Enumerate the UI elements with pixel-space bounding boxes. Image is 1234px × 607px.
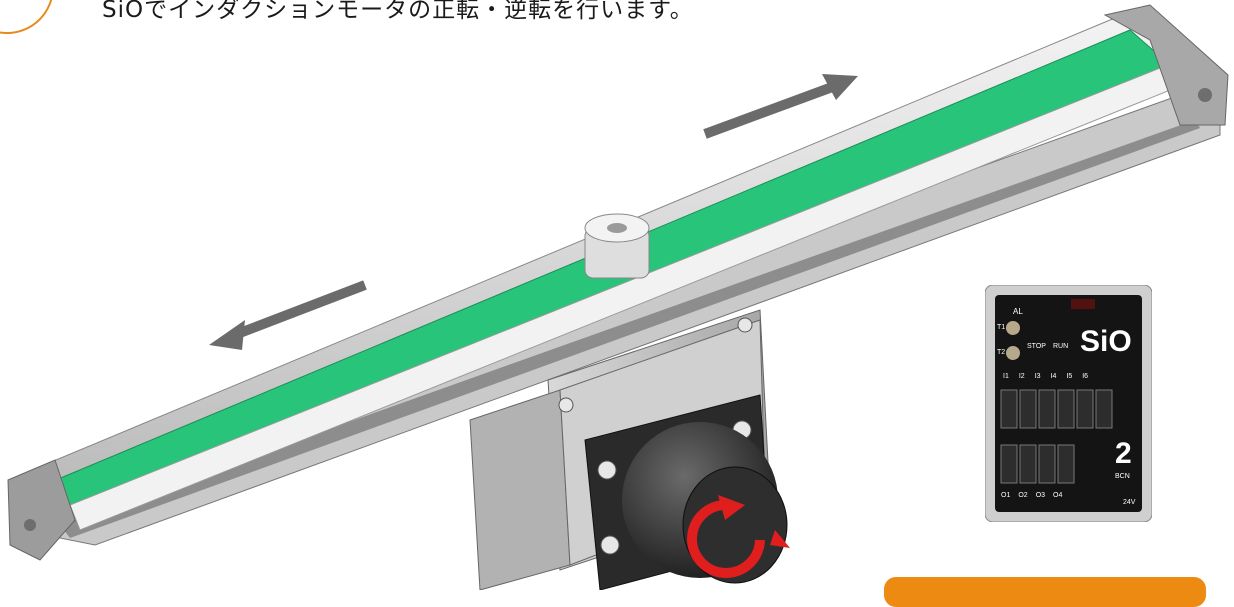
sio-number: 2: [1115, 437, 1132, 470]
end-cap-left: [7, 459, 76, 561]
sio-brand: SiO: [1080, 325, 1132, 358]
output-labels: O1 O2 O3 O4: [1001, 492, 1111, 499]
sio-controller: AL T1 T2 STOP RUN SiO I1 I2 I3 I4 I5 I6 …: [984, 284, 1153, 523]
input-label: I6: [1082, 373, 1089, 380]
orange-action-button[interactable]: [884, 577, 1206, 607]
output-label: O1: [1001, 492, 1011, 499]
gear: [584, 213, 650, 279]
input-labels: I1 I2 I3 I4 I5 I6: [1003, 373, 1133, 380]
rotation-arrow-icon: [687, 495, 790, 578]
conveyor-illustration: [7, 4, 1229, 590]
caption-text: SiOでインダクションモータの正転・逆転を行います。: [102, 0, 694, 23]
input-label: I5: [1066, 373, 1073, 380]
stop-label: STOP: [1027, 343, 1046, 350]
output-label: O3: [1035, 492, 1046, 499]
power-label: AL: [1013, 307, 1023, 316]
end-cap-right: [1103, 4, 1229, 126]
forward-arrow-icon: [703, 74, 858, 139]
input-label: I1: [1003, 373, 1009, 380]
run-label: RUN: [1053, 343, 1069, 350]
t2-label: T2: [997, 349, 1006, 356]
input-label: I4: [1050, 373, 1057, 380]
output-label: O2: [1018, 492, 1028, 499]
motor: [622, 422, 788, 584]
reverse-arrow-icon: [209, 280, 367, 350]
input-label: I2: [1018, 373, 1025, 380]
voltage-label: 24V: [1123, 499, 1136, 506]
sio-sub-label: BCN: [1115, 473, 1130, 480]
output-label: O4: [1053, 492, 1063, 499]
input-label: I3: [1034, 373, 1041, 380]
t1-label: T1: [997, 324, 1006, 331]
